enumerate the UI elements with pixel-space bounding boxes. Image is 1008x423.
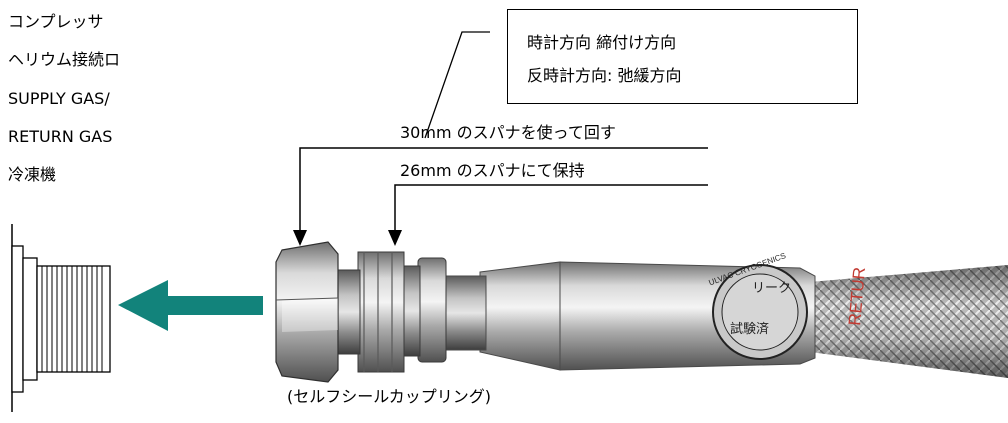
threaded-port-fitting-icon	[11, 224, 111, 412]
arrow-left-icon	[118, 280, 263, 331]
tag-text-2: 試験済	[730, 321, 769, 337]
label-compressor: コンプレッサ	[8, 12, 104, 31]
box-leader-line	[424, 31, 490, 139]
rotation-direction-box	[507, 9, 858, 104]
tag-text-1: リーク	[752, 281, 791, 296]
label-supply-gas: SUPPLY GAS/	[8, 89, 110, 108]
pointer-30mm	[293, 147, 708, 246]
label-return-gas: RETURN GAS	[8, 127, 113, 146]
label-spanner-26mm: 26mm のスパナにて保持	[400, 161, 585, 180]
label-helium-port: ヘリウム接続ロ	[8, 50, 121, 69]
pointer-26mm	[388, 184, 708, 246]
label-counterclockwise-loosen: 反時計方向: 弛緩方向	[527, 66, 682, 85]
label-cold-head: 冷凍機	[8, 165, 57, 184]
label-spanner-30mm: 30mm のスパナを使って回す	[400, 123, 616, 142]
label-self-seal-coupling: (セルフシールカップリング)	[287, 387, 492, 406]
hose-coupling-photo: RETUR	[275, 241, 1008, 383]
label-clockwise-tighten: 時計方向 締付け方向	[527, 33, 677, 52]
